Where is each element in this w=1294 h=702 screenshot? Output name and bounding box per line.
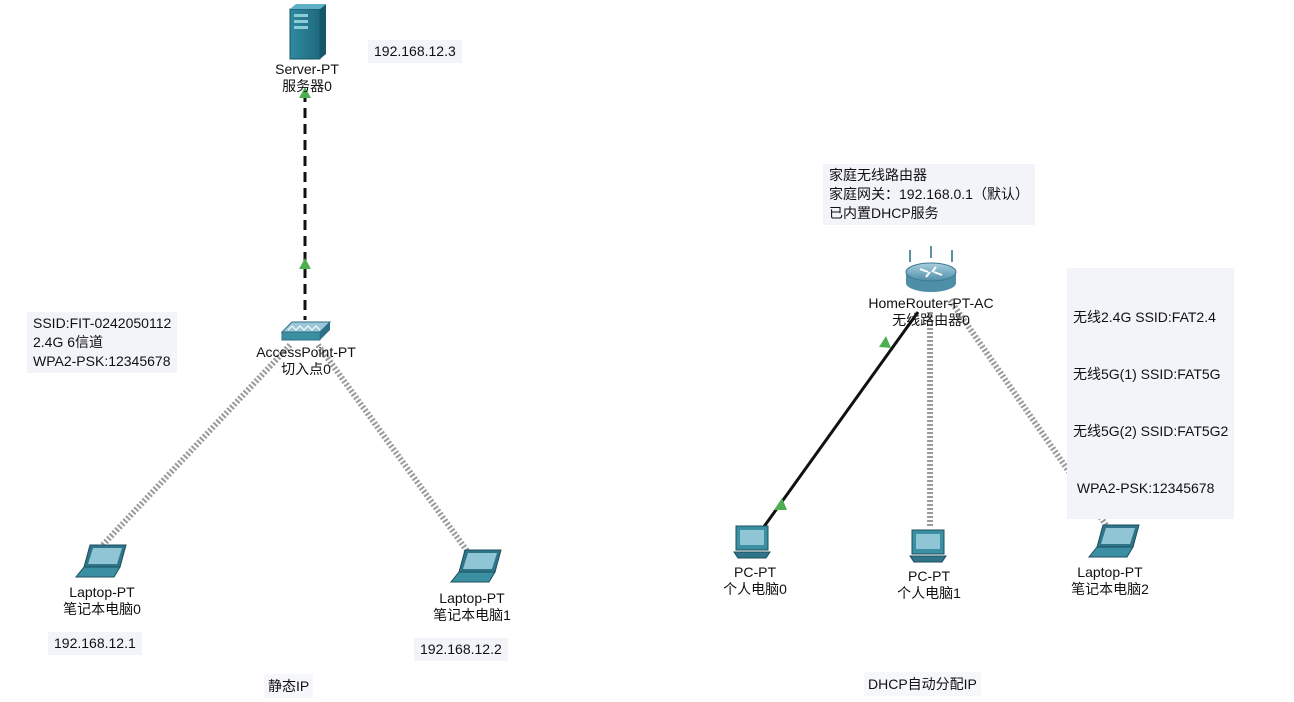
router-info-note: 家庭无线路由器 家庭网关：192.168.0.1（默认） 已内置DHCP服务 xyxy=(823,164,1035,225)
access-point-label: AccessPoint-PT 切入点0 xyxy=(256,344,356,378)
ip-note: 192.168.12.3 xyxy=(368,40,462,63)
link-router-pc0[interactable] xyxy=(761,311,920,529)
laptop1-ip: 192.168.12.2 xyxy=(420,641,502,657)
note-line: 无线5G(1) SSID:FAT5G xyxy=(1073,366,1221,382)
laptop2-label: Laptop-PT 笔记本电脑2 xyxy=(1071,564,1149,598)
note-line: 无线5G(2) SSID:FAT5G2 xyxy=(1073,423,1229,439)
link-status-up-icon xyxy=(879,336,891,348)
server-icon[interactable] xyxy=(289,4,326,60)
wireless-link-ap-laptop1 xyxy=(315,343,473,557)
pc-icon[interactable] xyxy=(733,525,771,559)
note-line: 无线2.4G SSID:FAT2.4 xyxy=(1073,309,1216,325)
note-line: 家庭网关：192.168.0.1（默认） xyxy=(829,186,1029,202)
caption-dhcp: DHCP自动分配IP xyxy=(864,672,981,696)
laptop-icon[interactable] xyxy=(1087,524,1140,558)
access-point-icon[interactable] xyxy=(280,321,332,341)
device-name: 无线路由器0 xyxy=(892,312,970,328)
note-line: 家庭无线路由器 xyxy=(829,167,927,183)
laptop0-ip: 192.168.12.1 xyxy=(54,635,136,651)
ap-config-note: SSID:FIT-0242050112 2.4G 6信道 WPA2-PSK:12… xyxy=(27,312,178,373)
link-status-up-icon xyxy=(299,87,311,98)
laptop-icon[interactable] xyxy=(449,549,502,583)
note-line: WPA2-PSK:12345678 xyxy=(33,353,171,369)
device-model: PC-PT xyxy=(733,564,776,580)
link-status-up-icon xyxy=(299,258,311,269)
device-name: 服务器0 xyxy=(282,78,332,94)
device-model: Laptop-PT xyxy=(1077,564,1143,580)
laptop0-label: Laptop-PT 笔记本电脑0 xyxy=(63,584,141,618)
pc-icon[interactable] xyxy=(909,529,947,563)
device-name: 个人电脑1 xyxy=(897,585,961,601)
caption-static-ip: 静态IP xyxy=(264,674,314,698)
router-label: HomeRouter-PT-AC 无线路由器0 xyxy=(868,295,993,329)
link-status-up-icon xyxy=(774,498,787,510)
note-line: SSID:FIT-0242050112 xyxy=(33,315,172,331)
device-model: HomeRouter-PT-AC xyxy=(868,295,994,311)
pc0-label: PC-PT 个人电脑0 xyxy=(723,564,787,598)
device-name: 个人电脑0 xyxy=(723,581,787,597)
device-model: Laptop-PT xyxy=(69,584,135,600)
note-line: 已内置DHCP服务 xyxy=(829,205,939,221)
laptop-icon[interactable] xyxy=(74,544,127,578)
ip-note: 192.168.12.2 xyxy=(414,638,508,661)
device-name: 笔记本电脑0 xyxy=(63,601,141,617)
note-line: WPA2-PSK:12345678 xyxy=(1073,480,1215,496)
pc1-label: PC-PT 个人电脑1 xyxy=(897,568,961,602)
device-model: Laptop-PT xyxy=(439,590,505,606)
router-wifi-note: 无线2.4G SSID:FAT2.4 无线5G(1) SSID:FAT5G 无线… xyxy=(1067,268,1235,519)
wireless-router-icon[interactable] xyxy=(905,246,957,292)
server-label: Server-PT 服务器0 xyxy=(275,61,339,95)
device-name: 切入点0 xyxy=(281,361,331,377)
device-name: 笔记本电脑1 xyxy=(433,607,511,623)
device-model: PC-PT xyxy=(907,568,950,584)
device-model: Server-PT xyxy=(275,61,339,77)
server-ip: 192.168.12.3 xyxy=(374,43,456,59)
device-model: AccessPoint-PT xyxy=(256,344,356,360)
laptop1-label: Laptop-PT 笔记本电脑1 xyxy=(433,590,511,624)
device-name: 笔记本电脑2 xyxy=(1071,581,1149,597)
note-line: 2.4G 6信道 xyxy=(33,334,104,350)
ip-note: 192.168.12.1 xyxy=(48,632,142,655)
